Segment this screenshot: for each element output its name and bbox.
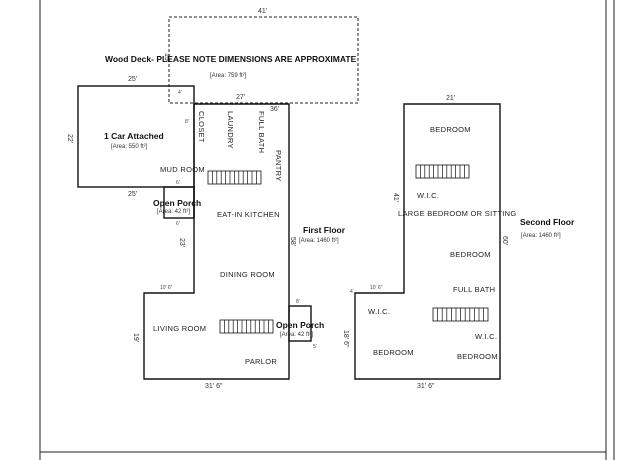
room-dining-room: DINING ROOM — [220, 270, 275, 279]
room-living-room: LIVING ROOM — [153, 324, 206, 333]
room-bedroom-top: BEDROOM — [430, 125, 471, 134]
porch-right-mark-b: 5' — [313, 344, 317, 350]
room-large-bedroom: LARGE BEDROOM OR SITTING — [398, 209, 516, 218]
garage-title: 1 Car Attached — [104, 131, 164, 141]
room-bedroom-bl: BEDROOM — [373, 348, 414, 357]
deck-outline — [168, 16, 359, 104]
second-floor-area: [Area: 1460 ft²] — [521, 233, 561, 239]
first-floor-dim-19: 19' — [132, 333, 139, 342]
second-floor-dim-10: 10' 6" — [370, 285, 383, 291]
first-floor-dim-23: 23' — [178, 238, 185, 247]
garage-mark-b: 8' — [185, 119, 189, 125]
second-floor-dim-18: 18' 6" — [342, 330, 349, 348]
first-floor-area: [Area: 1460 ft²] — [299, 238, 339, 244]
room-wic-right: W.I.C. — [475, 332, 497, 341]
porch-right-outline — [288, 305, 312, 342]
stairs-second-floor-upper — [415, 164, 470, 179]
deck-dim-top: 41' — [258, 8, 267, 15]
porch-right-title: Open Porch — [276, 320, 324, 330]
deck-title: Wood Deck- PLEASE NOTE DIMENSIONS ARE AP… — [105, 54, 357, 64]
second-floor-dim-41: 41' — [392, 193, 399, 202]
second-floor-title: Second Floor — [520, 217, 575, 227]
porch-right-mark-a: 8' — [296, 299, 300, 305]
deck-dim-bottom: 27' — [236, 94, 245, 101]
stairs-second-floor-lower — [432, 307, 489, 322]
garage-mark-c: 6' — [176, 180, 180, 186]
first-floor-dim-10: 10' 6" — [160, 285, 173, 291]
second-floor-outline — [354, 103, 501, 380]
room-wic-top: W.I.C. — [417, 191, 439, 200]
first-floor-outline — [143, 103, 290, 380]
first-floor-title: First Floor — [303, 225, 346, 235]
porch-left-mark: 6' — [176, 221, 180, 227]
room-pantry: PANTRY — [274, 150, 283, 182]
room-wic-left: W.I.C. — [368, 307, 390, 316]
stairs-first-floor-upper — [207, 170, 262, 185]
second-floor-dim-bottom: 31' 6" — [417, 383, 435, 390]
porch-left-title: Open Porch — [153, 198, 201, 208]
room-closet: CLOSET — [197, 111, 206, 143]
second-floor-dim-right: 60' — [501, 236, 508, 245]
deck-dim-side: 15' — [163, 53, 170, 62]
garage-dim-bottom: 25' — [128, 191, 137, 198]
second-floor-dim-top: 21' — [446, 95, 455, 102]
first-floor-dim-right: 58' — [289, 237, 296, 246]
first-floor-dim-36: 36' — [270, 106, 279, 113]
porch-left-area: [Area: 42 ft²] — [157, 209, 190, 215]
garage-mark-a: 4' — [178, 90, 182, 96]
room-laundry: LAUNDRY — [226, 111, 235, 149]
deck-area: [Area: 759 ft²] — [210, 73, 247, 79]
first-floor-dim-bottom: 31' 6" — [205, 383, 223, 390]
porch-right-area: [Area: 42 ft²] — [280, 332, 313, 338]
second-floor-mark: 4' — [350, 289, 354, 295]
room-full-bath: FULL BATH — [257, 111, 266, 153]
garage-area: [Area: 550 ft²] — [111, 144, 148, 150]
garage-dim-side: 22' — [66, 134, 73, 143]
garage-dim-top: 25' — [128, 76, 137, 83]
room-bedroom-mid: BEDROOM — [450, 250, 491, 259]
porch-left-outline — [163, 186, 195, 219]
room-mud-room: MUD ROOM — [160, 165, 205, 174]
room-full-bath-2: FULL BATH — [453, 285, 495, 294]
room-parlor: PARLOR — [245, 357, 277, 366]
room-bedroom-br: BEDROOM — [457, 352, 498, 361]
stairs-first-floor-lower — [219, 319, 274, 334]
room-eat-in-kitchen: EAT-IN KITCHEN — [217, 210, 280, 219]
